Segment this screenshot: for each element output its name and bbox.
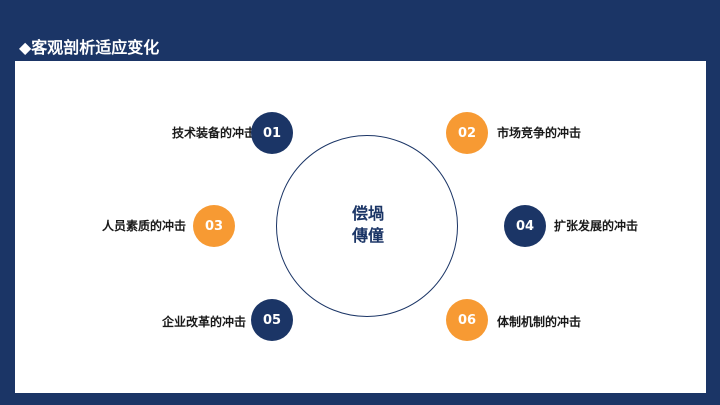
center-label-line1: 偿堝 [351,204,384,223]
item-label-06: 体制机制的冲击 [497,315,582,329]
item-label-02: 市场竞争的冲击 [497,126,582,140]
center-circle [276,135,458,317]
item-label-05: 企业改革的冲击 [161,315,246,329]
number-badge-06: 06 [446,299,488,341]
center-label-line2: 傳僮 [351,226,384,245]
item-label-04: 扩张发展的冲击 [554,219,639,233]
number-badge-04: 04 [504,205,546,247]
number-badge-03: 03 [193,205,235,247]
number-badge-02: 02 [446,112,488,154]
number-badge-05: 05 [251,299,293,341]
item-label-03: 人员素质的冲击 [101,219,186,233]
item-label-01: 技术装备的冲击 [171,126,256,140]
number-badge-01: 01 [251,112,293,154]
slide-title: ◆客观剖析适应变化 [19,38,160,57]
center-label: 偿堝 傳僮 [318,203,418,247]
